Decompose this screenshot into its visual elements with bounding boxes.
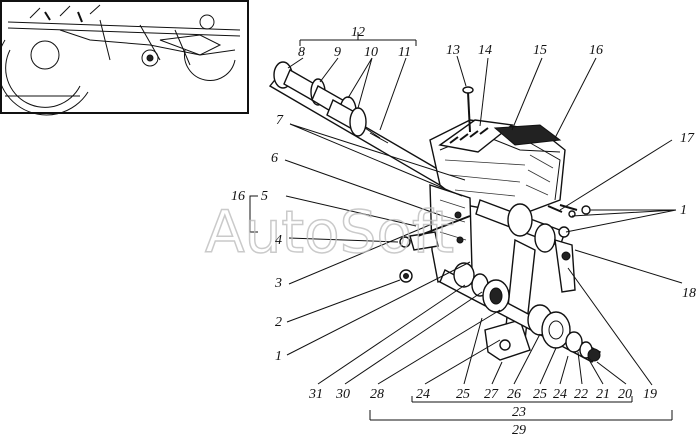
label-16-side: 16	[231, 189, 245, 204]
label-10: 10	[364, 45, 378, 60]
label-21: 21	[596, 387, 610, 402]
label-20: 20	[618, 387, 632, 402]
inset-overview	[0, 0, 249, 116]
label-7: 7	[276, 113, 284, 128]
bracket-12	[299, 32, 417, 46]
watermark: AutoSoft	[205, 198, 454, 266]
label-26: 26	[507, 387, 521, 402]
bracket	[399, 184, 473, 283]
label-15: 15	[533, 43, 547, 58]
label-29: 29	[512, 423, 526, 438]
label-23: 23	[512, 405, 526, 420]
callout-labels: 12 8 9 10 11 13 14 15 16 7 6 16 5 4 3 2 …	[231, 25, 696, 438]
shaft-assembly	[268, 61, 472, 199]
label-8: 8	[298, 45, 305, 60]
label-1-left: 1	[275, 349, 282, 364]
label-6: 6	[271, 151, 278, 166]
label-31: 31	[308, 387, 323, 402]
label-1-right: 1	[680, 203, 687, 218]
inset-hub	[141, 49, 159, 67]
label-9: 9	[334, 45, 341, 60]
label-4: 4	[275, 233, 282, 248]
label-25-right: 25	[533, 387, 547, 402]
label-18: 18	[682, 286, 696, 301]
label-14: 14	[478, 43, 492, 58]
label-3: 3	[274, 276, 282, 291]
inset-wheel	[0, 39, 89, 116]
label-13: 13	[446, 43, 460, 58]
label-30: 30	[335, 387, 350, 402]
label-19: 19	[643, 387, 657, 402]
label-2: 2	[275, 315, 282, 330]
label-28: 28	[370, 387, 384, 402]
label-24-right: 24	[553, 387, 567, 402]
label-17: 17	[680, 131, 695, 146]
label-22: 22	[574, 387, 588, 402]
inset-frame	[0, 0, 249, 114]
label-27: 27	[484, 387, 499, 402]
leader-lines	[249, 32, 683, 421]
label-25-left: 25	[456, 387, 470, 402]
label-5: 5	[261, 189, 268, 204]
inset-frame-rails	[7, 4, 241, 37]
label-16-top: 16	[589, 43, 603, 58]
label-12: 12	[351, 25, 365, 40]
bracket-29	[369, 410, 673, 421]
label-11: 11	[398, 45, 411, 60]
bracket-23	[411, 396, 633, 403]
housing	[429, 86, 566, 216]
label-24-left: 24	[416, 387, 430, 402]
